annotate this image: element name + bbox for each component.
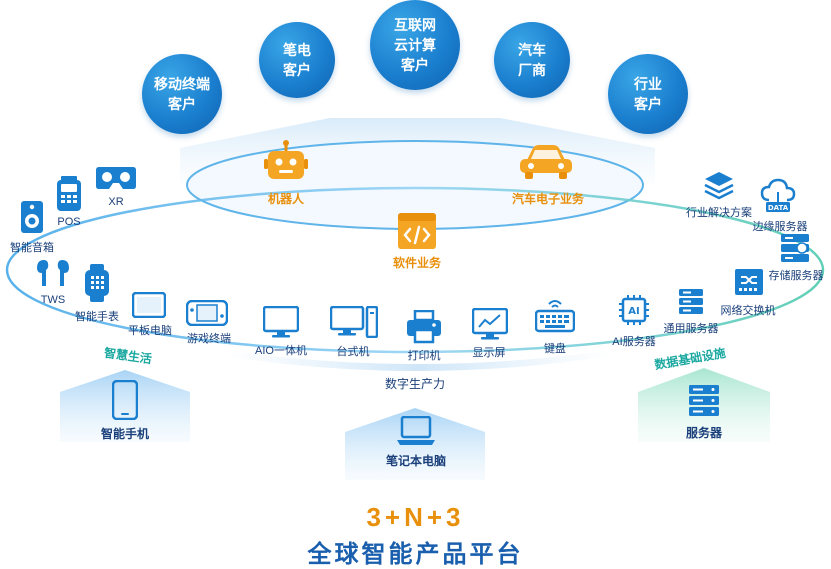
keyboard-icon <box>535 300 575 333</box>
earbuds-icon <box>37 260 69 286</box>
smartphone-label: 智能手机 <box>100 427 150 441</box>
layers-icon <box>704 172 734 200</box>
platform-title: 全球智能产品平台 <box>307 541 524 568</box>
speaker-icon <box>21 201 43 233</box>
auto-label: 汽车电子业务 <box>511 192 585 206</box>
vr-headset-icon <box>96 167 136 189</box>
network-switch-icon <box>735 269 763 295</box>
storage-server-label: 存储服务器 <box>768 270 824 282</box>
customer-bubble-auto: 汽车 厂商 <box>494 22 570 98</box>
edge-server-label: 边缘服务器 <box>752 221 808 233</box>
customer-label: 移动终端 客户 <box>154 76 210 112</box>
aio-label: AIO一体机 <box>255 345 307 357</box>
robot-label: 机器人 <box>267 192 305 206</box>
general-server-icon <box>679 289 703 314</box>
laptop-label: 笔记本电脑 <box>385 454 447 468</box>
code-window-icon <box>398 213 436 249</box>
server-rack-icon <box>689 385 719 416</box>
keyboard-label: 键盘 <box>544 343 566 355</box>
smartwatch-label: 智能手表 <box>75 311 119 323</box>
printer-label: 打印机 <box>407 350 441 362</box>
customer-label: 汽车 厂商 <box>518 42 546 78</box>
customer-bubble-cloud: 互联网 云计算 客户 <box>370 0 460 90</box>
game-console-icon <box>186 300 228 326</box>
server-label: 服务器 <box>685 426 723 440</box>
monitor-icon <box>472 308 508 340</box>
desktop-computer-icon <box>330 306 378 338</box>
aio-computer-icon <box>263 306 299 338</box>
customer-label: 互联网 云计算 客户 <box>394 17 436 73</box>
cloud-data-icon: DATA <box>760 178 796 212</box>
platform-formula: 3+N+3 <box>366 502 465 532</box>
smartphone-icon <box>112 380 138 420</box>
car-icon <box>520 145 572 179</box>
ai-chip-icon: AI <box>619 295 649 325</box>
customer-bubble-industry: 行业 客户 <box>608 54 688 134</box>
pedestal-left <box>60 370 190 442</box>
customer-label: 笔电 客户 <box>283 42 311 78</box>
tws-label: TWS <box>40 294 66 306</box>
productivity-band <box>225 350 612 371</box>
industry-solution-label: 行业解决方案 <box>686 207 752 219</box>
pos-terminal-icon <box>57 176 81 211</box>
outer-ring <box>5 186 825 354</box>
customer-label: 行业 客户 <box>634 76 662 112</box>
pos-label: POS <box>57 216 81 228</box>
software-label: 软件业务 <box>392 256 442 270</box>
customer-bubble-mobile: 移动终端 客户 <box>142 54 222 134</box>
xr-label: XR <box>108 196 124 208</box>
data-badge-text: DATA <box>768 204 789 212</box>
ai-badge-text: AI <box>628 306 639 317</box>
laptop-icon <box>397 416 435 445</box>
storage-server-icon <box>781 234 809 262</box>
game-console-label: 游戏终端 <box>187 333 231 345</box>
customer-bubble-laptop: 笔电 客户 <box>259 22 335 98</box>
ai-server-label: AI服务器 <box>612 336 656 348</box>
monitor-label: 显示屏 <box>472 347 506 359</box>
network-switch-label: 网络交换机 <box>720 305 776 317</box>
smartwatch-icon <box>85 264 109 302</box>
tablet-label: 平板电脑 <box>128 325 172 337</box>
printer-icon <box>407 310 441 344</box>
desktop-label: 台式机 <box>336 346 370 358</box>
tablet-icon <box>132 292 166 318</box>
robot-icon <box>264 140 308 179</box>
digital-productivity-section-label: 数字生产力 <box>385 377 446 391</box>
general-server-label: 通用服务器 <box>663 323 719 335</box>
smart-speaker-label: 智能音箱 <box>10 242 54 254</box>
